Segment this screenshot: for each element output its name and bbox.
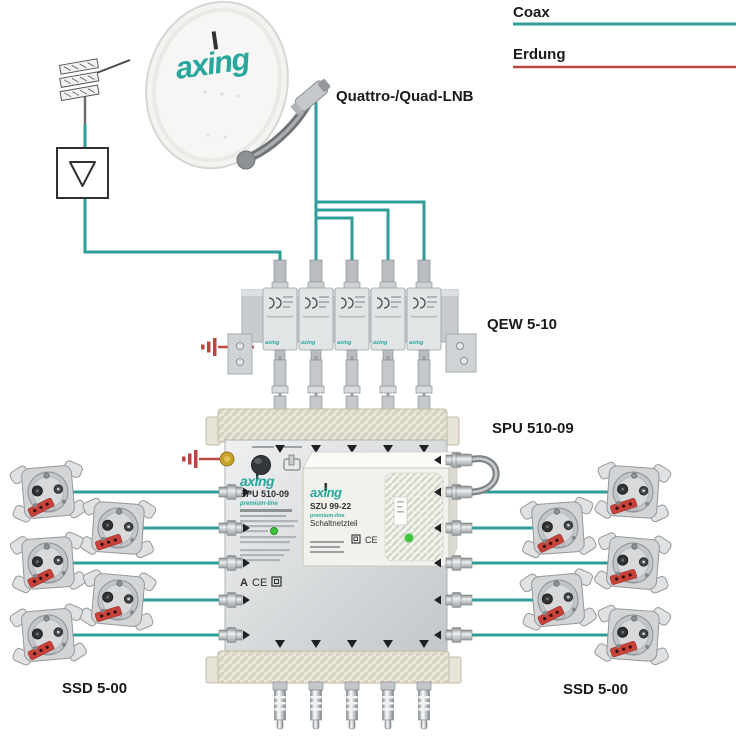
qew-module: axing [298, 259, 334, 363]
spu-brand-text: axing [240, 473, 275, 489]
qew-module-brand: axing [265, 340, 280, 346]
spu-top-flange [217, 408, 448, 443]
spu-multiswitch: axing SPU 510-09 premium-line A CE [205, 408, 500, 730]
spu-bottom-connectors [272, 681, 432, 730]
spu-status-led [270, 527, 278, 535]
qew-module-brand: axing [337, 340, 352, 346]
spu-callout-label: SPU 510-09 [492, 420, 574, 437]
qew-bracket-left [227, 333, 253, 375]
qew-module: axing [262, 259, 298, 363]
qew-callout-label: QEW 5-10 [487, 316, 558, 333]
amplifier-triangle-icon [69, 161, 96, 187]
szu-power-led [404, 533, 414, 543]
legend-coax-label: Coax [513, 4, 550, 21]
spu-approval-mark: A [240, 577, 248, 589]
qew-module: axing [370, 259, 406, 363]
qew-module-brand: axing [373, 340, 388, 346]
szu-model-text: SZU 99-22 [310, 501, 351, 511]
szu-ce-mark: CE [365, 535, 378, 545]
loop-jumper-cable [455, 453, 500, 499]
szu-power-supply: axing SZU 99-22 premium-line Schaltnetzt… [302, 451, 458, 567]
lnb [290, 79, 331, 115]
spu-left-ports [218, 484, 250, 643]
szu-brand-text: axing [310, 485, 342, 500]
szu-vent-grille [384, 472, 444, 562]
ssd-right-callout-label: SSD 5-00 [563, 681, 629, 698]
spu-ce-mark: CE [252, 577, 267, 589]
qew-module: axing [406, 259, 442, 363]
spu-bottom-flange [217, 650, 450, 684]
spu-knob [251, 455, 271, 475]
amplifier-box [56, 147, 109, 199]
spu-line-text: premium-line [239, 501, 278, 507]
ground-symbol-qew [201, 338, 217, 356]
qew-module: axing [334, 259, 370, 363]
ssd-left-callout-label: SSD 5-00 [62, 680, 128, 697]
satellite-dish: axing [145, 0, 331, 170]
spu-model-text: SPU 510-09 [240, 489, 289, 499]
ground-symbol-spu [182, 450, 198, 468]
ground-lines [182, 65, 736, 468]
qew-module-brand: axing [301, 340, 316, 346]
qew-bracket-right [445, 333, 477, 373]
lnb-callout-label: Quattro-/Quad-LNB [336, 88, 474, 105]
terrestrial-antenna-icon [58, 58, 131, 124]
protection-class-icon [271, 576, 282, 587]
legend-erdung-label: Erdung [513, 46, 566, 63]
qew-module-brand: axing [409, 340, 424, 346]
interconnect-cables [271, 356, 433, 419]
spu-label-panel: axing SPU 510-09 premium-line A CE [239, 472, 298, 589]
szu-line-text: premium-line [309, 513, 345, 519]
szu-type-text: Schaltnetzteil [310, 519, 358, 528]
